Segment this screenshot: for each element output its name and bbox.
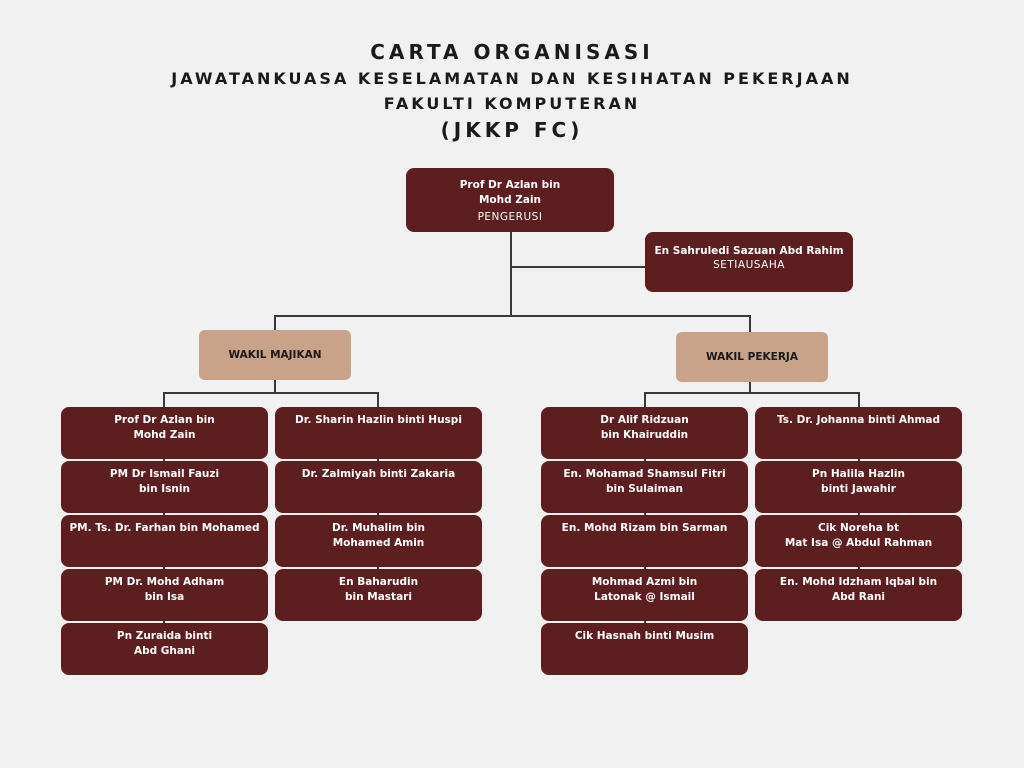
connector: [511, 266, 645, 268]
member-name: Pn Zuraida binti Abd Ghani: [116, 630, 213, 657]
connector: [510, 232, 512, 317]
connector: [274, 316, 276, 330]
member-box: Dr. Zalmiyah binti Zakaria: [275, 461, 482, 513]
member-box: En. Mohd Rizam bin Sarman: [541, 515, 748, 567]
connector: [274, 315, 751, 317]
member-name: Mohmad Azmi bin Latonak @ Ismail: [591, 576, 698, 603]
member-box: Pn Zuraida binti Abd Ghani: [61, 623, 268, 675]
member-name: Dr. Zalmiyah binti Zakaria: [301, 468, 456, 480]
member-name: Dr. Sharin Hazlin binti Huspi: [295, 414, 462, 426]
secretary-name: En Sahruledi Sazuan Abd Rahim: [654, 245, 844, 257]
chair-role: PENGERUSI: [477, 211, 543, 223]
member-box: Dr. Sharin Hazlin binti Huspi: [275, 407, 482, 459]
member-box: Cik Noreha bt Mat Isa @ Abdul Rahman: [755, 515, 962, 567]
member-name: Dr. Muhalim bin Mohamed Amin: [332, 522, 425, 549]
chair-name: Prof Dr Azlan bin Mohd Zain: [459, 179, 561, 206]
member-name: Cik Noreha bt Mat Isa @ Abdul Rahman: [784, 522, 933, 549]
committee-abbrev: (JKKP FC): [440, 118, 584, 142]
member-name: Pn Halila Hazlin binti Jawahir: [812, 468, 905, 495]
member-name: PM. Ts. Dr. Farhan bin Mohamed: [69, 522, 260, 534]
member-box: Dr Alif Ridzuan bin Khairuddin: [541, 407, 748, 459]
member-name: Cik Hasnah binti Musim: [574, 630, 715, 642]
chart-title: CARTA ORGANISASI: [370, 40, 654, 64]
member-box: Ts. Dr. Johanna binti Ahmad: [755, 407, 962, 459]
secretary-role: SETIAUSAHA: [713, 259, 785, 271]
member-name: En. Mohamad Shamsul Fitri bin Sulaiman: [563, 468, 726, 495]
member-name: Ts. Dr. Johanna binti Ahmad: [776, 414, 941, 426]
faculty-name: FAKULTI KOMPUTERAN: [383, 94, 641, 113]
member-name: En Baharudin bin Mastari: [338, 576, 419, 603]
member-name: En. Mohd Rizam bin Sarman: [561, 522, 728, 534]
member-box: Mohmad Azmi bin Latonak @ Ismail: [541, 569, 748, 621]
member-name: PM Dr Ismail Fauzi bin Isnin: [109, 468, 220, 495]
member-box: En Baharudin bin Mastari: [275, 569, 482, 621]
member-box: Prof Dr Azlan bin Mohd Zain: [61, 407, 268, 459]
member-name: Prof Dr Azlan bin Mohd Zain: [114, 414, 215, 441]
member-name: Dr Alif Ridzuan bin Khairuddin: [600, 414, 689, 441]
member-box: PM Dr Ismail Fauzi bin Isnin: [61, 461, 268, 513]
member-name: En. Mohd Idzham Iqbal bin Abd Rani: [779, 576, 938, 603]
connector: [163, 392, 379, 394]
group-wakil-majikan: WAKIL MAJIKAN: [199, 330, 351, 380]
member-box: Pn Halila Hazlin binti Jawahir: [755, 461, 962, 513]
member-box: Cik Hasnah binti Musim: [541, 623, 748, 675]
committee-name: JAWATANKUASA KESELAMATAN DAN KESIHATAN P…: [171, 69, 853, 88]
member-box: En. Mohd Idzham Iqbal bin Abd Rani: [755, 569, 962, 621]
member-name: PM Dr. Mohd Adham bin Isa: [104, 576, 225, 603]
connector: [749, 382, 751, 393]
secretary-box: En Sahruledi Sazuan Abd Rahim SETIAUSAHA: [645, 232, 853, 292]
member-box: PM. Ts. Dr. Farhan bin Mohamed: [61, 515, 268, 567]
member-box: PM Dr. Mohd Adham bin Isa: [61, 569, 268, 621]
connector: [274, 380, 276, 393]
group-wakil-pekerja: WAKIL PEKERJA: [676, 332, 828, 382]
connector: [749, 316, 751, 332]
chair-box: Prof Dr Azlan bin Mohd Zain PENGERUSI: [406, 168, 614, 232]
member-box: Dr. Muhalim bin Mohamed Amin: [275, 515, 482, 567]
connector: [644, 392, 860, 394]
member-box: En. Mohamad Shamsul Fitri bin Sulaiman: [541, 461, 748, 513]
